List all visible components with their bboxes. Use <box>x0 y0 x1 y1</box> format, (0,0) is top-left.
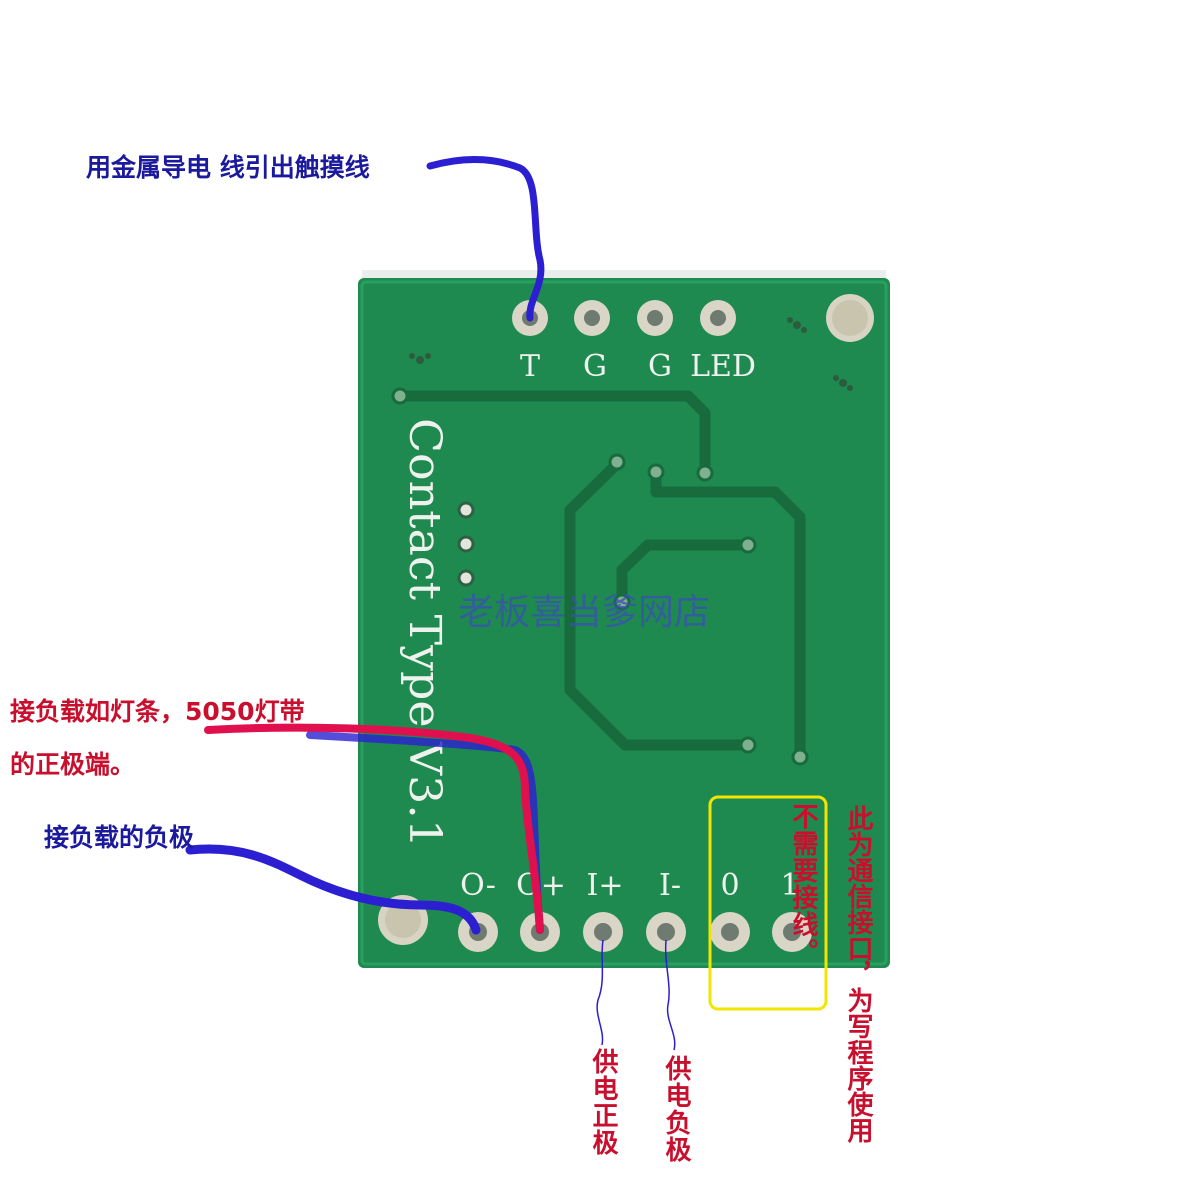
silk-bottom-o-minus: O- <box>460 868 496 903</box>
load-positive-wire <box>204 723 544 934</box>
programming-holes <box>457 501 475 587</box>
annotation-comm-port: 此为通信接口，为写程序使用 <box>843 805 873 1143</box>
annotation-touch-wire: 用金属导电 线引出触摸线 <box>86 153 370 182</box>
pad-led <box>700 300 736 336</box>
load-positive-wire-shadow <box>306 731 544 934</box>
silk-bottom-i-plus: I+ <box>587 868 624 903</box>
mounting-hole-top-right <box>826 294 874 342</box>
silk-top-g2: G <box>648 349 672 384</box>
pad-0 <box>710 912 750 952</box>
vias <box>409 317 853 391</box>
silk-bottom-i-minus: I- <box>659 868 681 903</box>
annotation-supply-positive: 供电正极 <box>588 1048 618 1156</box>
pad-g2 <box>637 300 673 336</box>
silk-top-t: T <box>520 349 540 384</box>
silk-top-g1: G <box>583 349 607 384</box>
comm-port-highlight-box <box>708 795 828 1011</box>
pad-i-minus <box>646 912 686 952</box>
annotation-load-positive-line2: 的正极端。 <box>10 750 136 779</box>
pad-g1 <box>574 300 610 336</box>
annotation-load-positive-line1: 接负载如灯条，5050灯带 <box>10 697 305 726</box>
annotation-no-wiring: 不需要接线。 <box>788 803 818 965</box>
watermark-text: 老板喜当爹网店 <box>458 592 711 633</box>
pcb-traces <box>394 390 806 761</box>
silk-bottom-1: 1 <box>780 868 799 903</box>
supply-positive-pointer <box>596 939 604 1046</box>
pcb-edge-highlight <box>360 280 888 966</box>
bottom-pin-pads <box>458 912 812 952</box>
load-negative-wire <box>185 844 481 935</box>
pad-i-plus <box>583 912 623 952</box>
pad-1 <box>772 912 812 952</box>
silk-board-title: Contact Type V3.1 <box>399 418 450 848</box>
touch-wire <box>426 156 545 322</box>
trace-vias <box>391 387 809 766</box>
supply-negative-pointer <box>664 939 676 1051</box>
annotation-supply-negative: 供电负极 <box>661 1055 691 1163</box>
silk-top-led: LED <box>690 349 756 384</box>
annotation-load-negative: 接负载的负极 <box>44 823 195 852</box>
silk-bottom-0: 0 <box>720 868 739 903</box>
